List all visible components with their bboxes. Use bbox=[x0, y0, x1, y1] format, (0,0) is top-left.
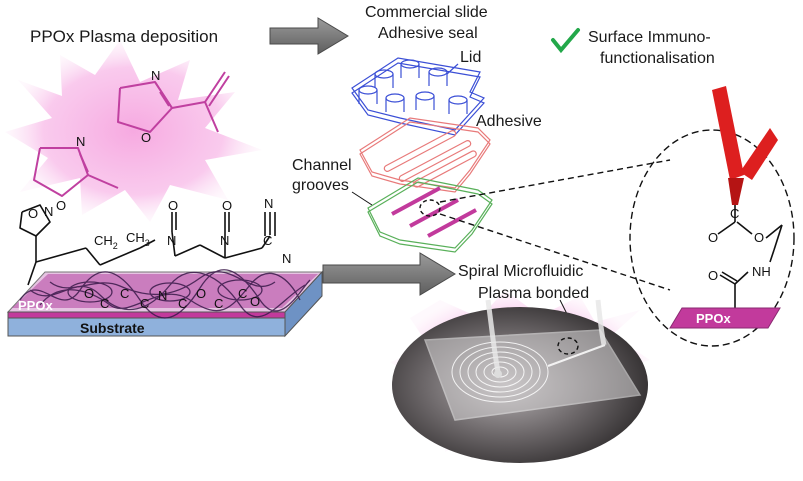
label-channel-1: Channel bbox=[292, 157, 352, 174]
label-surface-1: Surface Immuno- bbox=[588, 29, 711, 46]
atom-n-3: N bbox=[44, 204, 53, 219]
zoom-ellipse bbox=[629, 129, 795, 347]
atom-o-11: O bbox=[708, 268, 718, 283]
group-ch2: CH2 bbox=[94, 233, 118, 251]
group-nh: NH bbox=[752, 264, 771, 279]
adhesive-layer bbox=[359, 117, 491, 193]
label-surface-2: functionalisation bbox=[600, 50, 715, 67]
atom-n-6: N bbox=[264, 196, 273, 211]
check-icon bbox=[551, 28, 580, 54]
label-commercial-1: Commercial slide bbox=[365, 4, 488, 21]
atom-c-3: C bbox=[120, 286, 129, 301]
arrow-right-icon-2 bbox=[322, 252, 456, 296]
atom-n-4: N bbox=[167, 233, 176, 248]
ch2-sub: 2 bbox=[113, 241, 118, 251]
atom-o: O bbox=[141, 130, 151, 145]
label-channel-2: grooves bbox=[292, 177, 349, 194]
atom-o-2: O bbox=[56, 198, 66, 213]
zoom-line-1 bbox=[439, 159, 671, 203]
label-ppox-pad: PPOx bbox=[696, 311, 731, 326]
linker-structure bbox=[717, 205, 783, 308]
polymer-tangle bbox=[19, 269, 311, 319]
label-commercial-2: Adhesive seal bbox=[378, 25, 478, 42]
channel-layer bbox=[367, 177, 493, 253]
zoom-marker-photo bbox=[557, 337, 579, 355]
atom-o-7: O bbox=[196, 286, 206, 301]
substrate-slab bbox=[6, 270, 324, 338]
arrow-right-icon bbox=[269, 17, 349, 55]
ch3-sub: 3 bbox=[145, 238, 150, 248]
polymer-structure bbox=[19, 204, 276, 286]
label-spiral-2: Plasma bonded bbox=[478, 285, 589, 302]
atom-n: N bbox=[151, 68, 160, 83]
atom-c-8: C bbox=[730, 206, 739, 221]
atom-o-8: O bbox=[250, 294, 260, 309]
atom-c-6: C bbox=[214, 296, 223, 311]
monomer-isopropenyl-oxazoline bbox=[117, 71, 230, 133]
atom-n-8: N bbox=[158, 288, 167, 303]
label-deposition: PPOx Plasma deposition bbox=[30, 27, 218, 46]
label-lid: Lid bbox=[460, 49, 481, 66]
atom-o-5: O bbox=[222, 198, 232, 213]
plasma-glow bbox=[5, 40, 262, 222]
atom-c-5: C bbox=[178, 296, 187, 311]
atom-n-7: N bbox=[282, 251, 291, 266]
group-ch3: CH3 bbox=[126, 230, 150, 248]
label-adhesive: Adhesive bbox=[476, 113, 542, 130]
atom-c-7: C bbox=[238, 286, 247, 301]
zoom-line-2 bbox=[439, 213, 671, 291]
atom-c-2: C bbox=[100, 296, 109, 311]
lid-layer bbox=[351, 57, 486, 136]
device-photo bbox=[392, 299, 648, 463]
atom-o-10: O bbox=[754, 230, 764, 245]
ppox-pad bbox=[669, 307, 781, 329]
atom-n-5: N bbox=[220, 233, 229, 248]
label-ppox-layer: PPOx bbox=[18, 298, 53, 313]
atom-o-3: O bbox=[28, 206, 38, 221]
ch3-text: CH bbox=[126, 230, 145, 245]
monomer-methyl-oxazoline bbox=[33, 147, 119, 197]
atom-c-4: C bbox=[140, 296, 149, 311]
atom-n-2: N bbox=[76, 134, 85, 149]
label-spiral-1: Spiral Microfluidic bbox=[458, 263, 583, 280]
zoom-marker-channel bbox=[419, 199, 441, 217]
atom-o-9: O bbox=[708, 230, 718, 245]
atom-c: C bbox=[263, 233, 272, 248]
channel-pointer bbox=[351, 191, 373, 206]
antibody-icon bbox=[712, 86, 778, 205]
label-substrate: Substrate bbox=[80, 320, 145, 336]
atom-o-4: O bbox=[168, 198, 178, 213]
atom-o-6: O bbox=[84, 286, 94, 301]
ch2-text: CH bbox=[94, 233, 113, 248]
